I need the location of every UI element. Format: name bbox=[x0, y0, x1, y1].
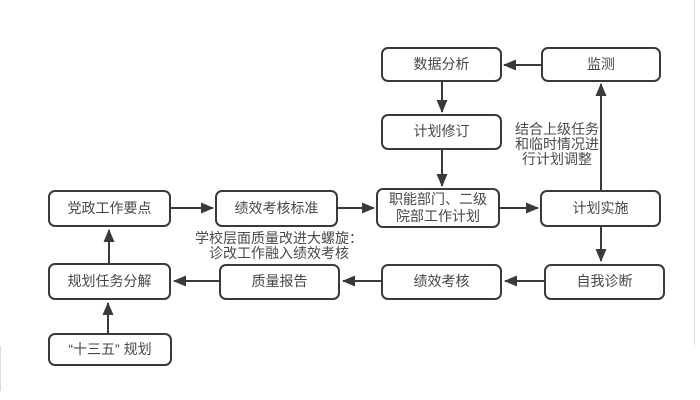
frame-edge-right bbox=[694, 0, 695, 345]
node-quality-report: 质量报告 bbox=[219, 264, 340, 300]
node-monitoring: 监测 bbox=[541, 47, 661, 82]
node-appraisal-standard: 绩效考核标准 bbox=[215, 190, 338, 227]
frame-edge-left bbox=[0, 346, 1, 391]
node-party-work: 党政工作要点 bbox=[48, 190, 171, 227]
node-performance-appraisal: 绩效考核 bbox=[381, 264, 502, 300]
node-plan-implementation: 计划实施 bbox=[540, 190, 661, 227]
node-task-decomposition: 规划任务分解 bbox=[48, 263, 171, 300]
note-plan-adjustment: 结合上级任务 和临时情况进 行计划调整 bbox=[515, 121, 599, 167]
note-quality-spiral: 学校层面质量改进大螺旋： 诊改工作融入绩效考核 bbox=[195, 230, 363, 261]
node-self-diagnosis: 自我诊断 bbox=[544, 264, 665, 300]
node-plan-revision: 计划修订 bbox=[381, 114, 502, 150]
node-five-year-plan: “十三五” 规划 bbox=[48, 333, 172, 366]
node-data-analysis: 数据分析 bbox=[381, 47, 502, 82]
node-dept-plan: 职能部门、二级 院部工作计划 bbox=[376, 188, 500, 228]
